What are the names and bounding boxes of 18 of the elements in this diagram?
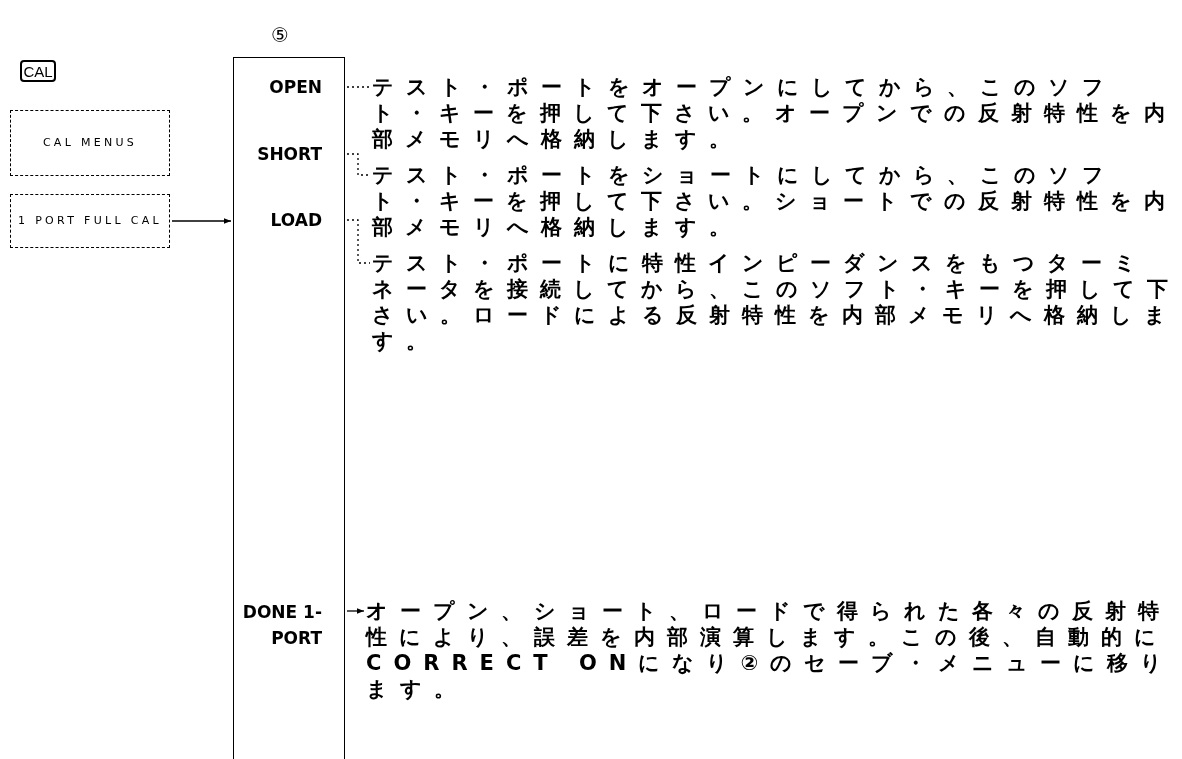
- softkey-label: OPEN: [234, 75, 346, 101]
- arrow: [346, 608, 365, 614]
- menu-softkey: 1 PORT FULL CAL: [10, 194, 170, 248]
- dotted-leader-line: [346, 86, 371, 88]
- softkey-label: SHORT: [234, 142, 346, 168]
- description-text: テスト・ポートをオープンにしてから、このソフト・キーを押して下さい。オープンでの反射特性を内部メモリへ格納します。: [372, 74, 1180, 152]
- key-cap: CAL: [20, 60, 56, 82]
- dotted-leader-line: [346, 219, 371, 264]
- arrow: [171, 218, 232, 224]
- description-text: オープン、ショート、ロードで得られた各々の反射特性により、誤差を内部演算します。この後、自動的にCORRECT ONになり②のセーブ・メニューに移ります。: [366, 598, 1180, 728]
- softkey-label: LOAD: [234, 208, 346, 234]
- softkey-label: DONE 1-PORT: [234, 599, 346, 651]
- description-text: テスト・ポートをショートにしてから、このソフト・キーを押して下さい。ショートでの反射特性を内部メモリへ格納します。: [372, 162, 1180, 240]
- description-text: テスト・ポートに特性インピーダンスをもつターミネータを接続してから、このソフト・キーを押して下さい。ロードによる反射特性を内部メモリへ格納します。: [372, 250, 1180, 380]
- panel-number: ⑤: [271, 25, 289, 45]
- softkey-panel: [233, 57, 345, 759]
- menu-softkey: CAL MENUS: [10, 110, 170, 176]
- dotted-leader-line: [346, 153, 371, 176]
